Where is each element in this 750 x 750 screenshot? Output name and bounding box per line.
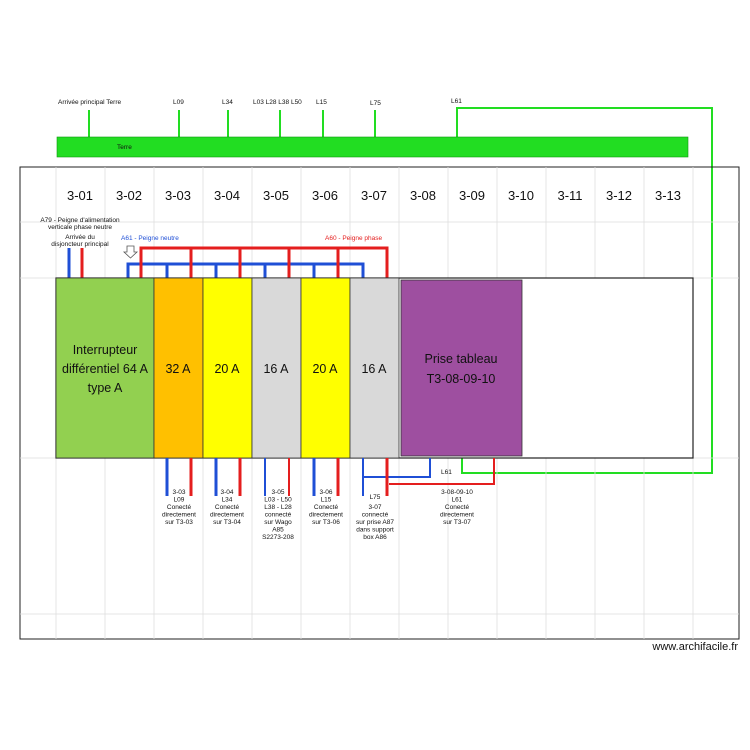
module-label: 16 A [361, 362, 387, 376]
svg-text:sur Wago: sur Wago [264, 519, 292, 526]
svg-text:L38 - L28: L38 - L28 [264, 504, 292, 511]
svg-text:sur T3-04: sur T3-04 [213, 519, 241, 526]
a79-label-line2: verticale phase neutre [48, 224, 112, 231]
phase-comb [139, 246, 389, 278]
ground-bar-label: Terre [117, 144, 132, 151]
a79-label-line1: A79 - Peigne d'alimentation [40, 217, 120, 224]
module-breaker-3-06 [300, 277, 351, 459]
column-header: 3-07 [361, 188, 387, 203]
column-header: 3-08 [410, 188, 436, 203]
svg-text:Conecté: Conecté [314, 504, 339, 511]
ground-label-main: Arrivée principal Terre [58, 99, 121, 106]
svg-text:Conecté: Conecté [215, 504, 240, 511]
module-differential-switch [55, 277, 155, 459]
ground-label-l15: L15 [316, 99, 327, 106]
svg-text:directement: directement [440, 512, 474, 519]
svg-text:L15: L15 [321, 497, 332, 504]
svg-text:A85: A85 [272, 527, 284, 534]
module-labels: Interrupteur différentiel 64 A type A 32… [62, 343, 498, 395]
down-arrow-icon [122, 245, 139, 259]
module-label: 20 A [214, 362, 240, 376]
svg-text:3-05: 3-05 [271, 489, 284, 496]
note-3-06: 3-06 L15 Conecté directement sur T3-06 [309, 489, 343, 526]
panel-frame [19, 166, 740, 640]
column-header: 3-04 [214, 188, 240, 203]
modules [55, 277, 523, 459]
svg-text:connecté: connecté [265, 512, 292, 519]
column-header: 3-12 [606, 188, 632, 203]
svg-text:directement: directement [309, 512, 343, 519]
module-breaker-3-04 [202, 277, 253, 459]
svg-text:sur prise A87: sur prise A87 [356, 519, 394, 526]
svg-text:sur T3-07: sur T3-07 [443, 519, 471, 526]
column-header: 3-11 [557, 188, 582, 203]
note-3-03: 3-03 L09 Conecté directement sur T3-03 [162, 489, 196, 526]
l61-bottom-label: L61 [441, 469, 452, 476]
module-label: Prise tableau [425, 352, 498, 366]
svg-text:directement: directement [210, 512, 244, 519]
svg-text:3-08-09-10: 3-08-09-10 [441, 489, 473, 496]
ground-wire-l61 [456, 107, 713, 474]
svg-text:dans support: dans support [356, 527, 394, 534]
phase-comb-label: A60 - Peigne phase [325, 235, 382, 242]
note-3-04: 3-04 L34 Conecté directement sur T3-04 [210, 489, 244, 526]
svg-text:L03 - L50: L03 - L50 [264, 497, 292, 504]
neutral-comb [126, 262, 365, 278]
svg-text:3-04: 3-04 [220, 489, 233, 496]
svg-text:Conecté: Conecté [445, 504, 470, 511]
column-header: 3-10 [508, 188, 534, 203]
column-header: 3-03 [165, 188, 191, 203]
svg-text:L61: L61 [452, 497, 463, 504]
column-header: 3-13 [655, 188, 681, 203]
output-wires [165, 458, 495, 496]
module-label: 20 A [312, 362, 338, 376]
svg-text:L34: L34 [222, 497, 233, 504]
svg-text:3-03: 3-03 [172, 489, 185, 496]
svg-text:box A86: box A86 [363, 534, 387, 541]
watermark: www.archifacile.fr [651, 641, 738, 653]
module-socket-3-08-09-10 [400, 279, 523, 457]
module-label: 16 A [263, 362, 289, 376]
svg-text:3-07: 3-07 [368, 504, 381, 511]
module-breaker-3-07 [349, 277, 400, 459]
svg-text:Conecté: Conecté [167, 504, 192, 511]
column-header: 3-06 [312, 188, 338, 203]
svg-text:directement: directement [162, 512, 196, 519]
bottom-notes: 3-03 L09 Conecté directement sur T3-03 3… [162, 489, 474, 541]
svg-text:sur T3-03: sur T3-03 [165, 519, 193, 526]
note-3-08-09-10: 3-08-09-10 L61 Conecté directement sur T… [440, 489, 474, 526]
ground-label-l09: L09 [173, 99, 184, 106]
svg-text:connecté: connecté [362, 512, 389, 519]
svg-text:S2273-208: S2273-208 [262, 534, 294, 541]
column-header: 3-02 [116, 188, 142, 203]
svg-text:3-06: 3-06 [319, 489, 332, 496]
note-3-05: 3-05 L03 - L50 L38 - L28 connecté sur Wa… [262, 489, 294, 541]
column-header: 3-09 [459, 188, 485, 203]
arrivee-label-line1: Arrivée du [65, 234, 95, 241]
column-header: 3-01 [67, 188, 93, 203]
arrivee-label-line2: disjoncteur principal [51, 241, 109, 248]
module-label: T3-08-09-10 [427, 372, 496, 386]
ground-label-l03-l28-l38-l50: L03 L28 L38 L50 [253, 99, 302, 106]
module-label: Interrupteur [73, 343, 138, 357]
ground-bar [56, 136, 689, 158]
ground-top-labels: Arrivée principal Terre L09 L34 L03 L28 … [58, 98, 462, 107]
module-breaker-3-03 [153, 277, 204, 459]
ground-drops [88, 107, 713, 474]
ground-label-l61: L61 [451, 98, 462, 105]
module-label: type A [88, 381, 123, 395]
ground-label-l34: L34 [222, 99, 233, 106]
neutral-comb-label: A61 - Peigne neutre [121, 235, 179, 242]
note-3-07: L75 3-07 connecté sur prise A87 dans sup… [356, 494, 394, 541]
module-label: différentiel 64 A [62, 362, 149, 376]
svg-text:L09: L09 [174, 497, 185, 504]
column-headers: 3-01 3-02 3-03 3-04 3-05 3-06 3-07 3-08 … [67, 188, 681, 203]
ground-label-l75: L75 [370, 100, 381, 107]
comb-annotations: A79 - Peigne d'alimentation verticale ph… [40, 217, 382, 248]
module-label: 32 A [165, 362, 191, 376]
svg-text:L75: L75 [370, 494, 381, 501]
svg-text:sur T3-06: sur T3-06 [312, 519, 340, 526]
column-header: 3-05 [263, 188, 289, 203]
